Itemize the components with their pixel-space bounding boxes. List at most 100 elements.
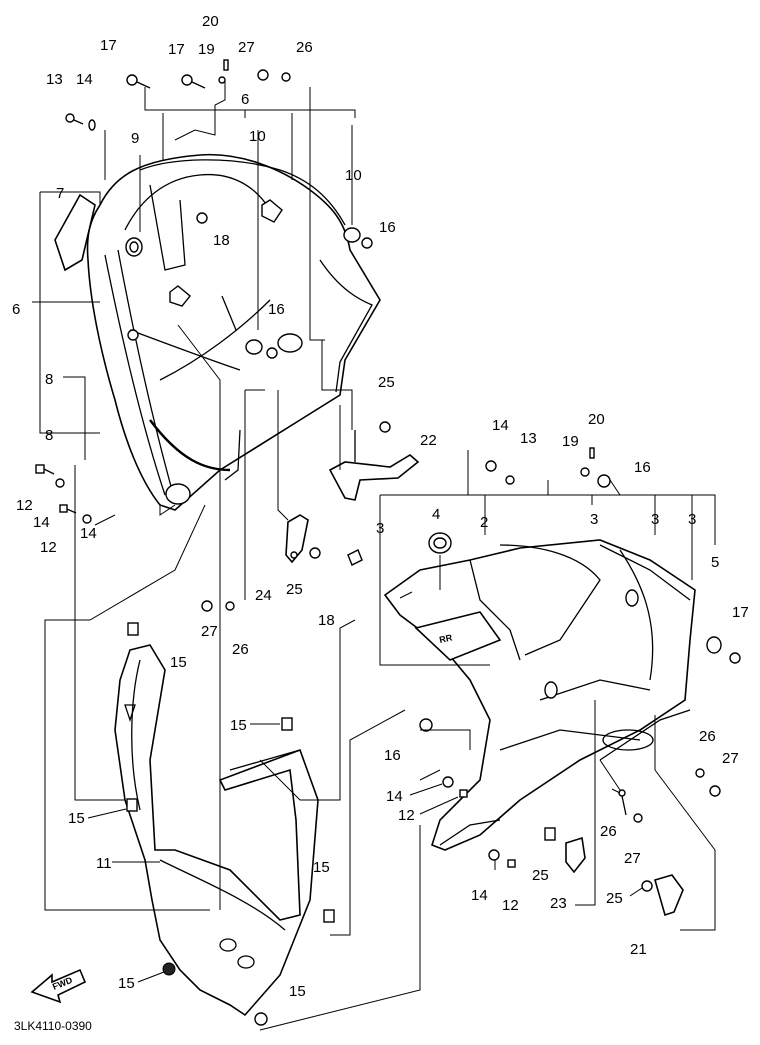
callout-25: 25 — [606, 890, 623, 907]
callout-19: 19 — [562, 433, 579, 450]
callout-15: 15 — [313, 859, 330, 876]
callout-15: 15 — [68, 810, 85, 827]
callout-18: 18 — [213, 232, 230, 249]
bolt-27d — [633, 813, 643, 823]
callout-14: 14 — [33, 514, 50, 531]
washer-26c — [695, 768, 705, 778]
bolt-12b — [59, 504, 77, 514]
callout-26: 26 — [296, 39, 313, 56]
callout-16: 16 — [379, 219, 396, 236]
callout-13: 13 — [520, 430, 537, 447]
bracket-21 — [654, 874, 684, 917]
nut-15c — [126, 798, 138, 812]
callout-20: 20 — [588, 411, 605, 428]
nut-16d — [419, 718, 433, 732]
callout-4: 4 — [432, 506, 440, 523]
washer-14d — [485, 460, 497, 472]
callout-8: 8 — [45, 371, 53, 388]
grommet-4 — [428, 532, 452, 554]
callout-14: 14 — [80, 525, 97, 542]
callout-14: 14 — [386, 788, 403, 805]
callout-8: 8 — [45, 427, 53, 444]
bolt-27b — [201, 600, 213, 612]
callout-12: 12 — [16, 497, 33, 514]
callout-7: 7 — [56, 185, 64, 202]
washer-26b — [225, 601, 235, 611]
callout-17: 17 — [168, 41, 185, 58]
bracket-clip-2 — [169, 285, 191, 307]
callout-15: 15 — [230, 717, 247, 734]
nut-15a — [127, 622, 139, 636]
callout-5: 5 — [711, 554, 719, 571]
callout-27: 27 — [722, 750, 739, 767]
callout-9: 9 — [131, 130, 139, 147]
callout-17: 17 — [100, 37, 117, 54]
decal-2: RR — [414, 611, 502, 661]
bolt-12a — [35, 464, 55, 475]
bolt-27c — [709, 785, 721, 797]
callout-27: 27 — [624, 850, 641, 867]
bolt-12c — [459, 789, 468, 798]
nut-16b — [266, 347, 278, 359]
callout-24: 24 — [255, 587, 272, 604]
callout-10: 10 — [345, 167, 362, 184]
callout-3: 3 — [688, 511, 696, 528]
callout-16: 16 — [634, 459, 651, 476]
washer-19a — [218, 76, 226, 84]
upper-side-cowling — [86, 153, 381, 511]
screw-20b — [589, 447, 595, 459]
nut-15d — [323, 909, 335, 923]
callout-16: 16 — [268, 301, 285, 318]
callout-25: 25 — [532, 867, 549, 884]
bolt-17a — [126, 74, 151, 89]
callout-27: 27 — [201, 623, 218, 640]
washer-14b — [55, 478, 65, 488]
callout-numbers: 20 17 17 19 27 26 13 14 6 9 10 10 7 18 1… — [12, 13, 749, 1000]
nut-18b — [347, 549, 363, 566]
callout-19: 19 — [198, 41, 215, 58]
nut-15e — [162, 962, 176, 976]
screw-20a — [223, 59, 229, 71]
nut-15f — [254, 1012, 268, 1026]
grommet-10a — [343, 227, 361, 243]
grommet-10b — [245, 339, 263, 355]
nut-25c — [544, 827, 556, 841]
grommet-side — [625, 589, 639, 607]
bracket-22 — [328, 421, 420, 501]
callout-27: 27 — [238, 39, 255, 56]
inner-panel-11 — [114, 644, 319, 1017]
decal-text: RR — [438, 632, 453, 645]
callout-15: 15 — [170, 654, 187, 671]
inner-panel-7 — [54, 193, 96, 272]
callout-20: 20 — [202, 13, 219, 30]
callout-16: 16 — [384, 747, 401, 764]
callout-12: 12 — [398, 807, 415, 824]
grommet-9 — [125, 237, 143, 257]
bolt-27a — [257, 69, 269, 81]
callout-23: 23 — [550, 895, 567, 912]
callout-6: 6 — [241, 91, 249, 108]
washer-14c — [82, 514, 92, 524]
forward-arrow-icon: FWD — [30, 968, 87, 1004]
washer-14f — [488, 849, 500, 861]
nut-16a — [361, 237, 373, 249]
bolt-12d — [507, 859, 516, 868]
callout-3: 3 — [651, 511, 659, 528]
callout-18: 18 — [318, 612, 335, 629]
callout-3: 3 — [590, 511, 598, 528]
callout-26: 26 — [600, 823, 617, 840]
callout-leaders — [32, 191, 643, 983]
washer-14a — [88, 119, 96, 131]
bracket-23 — [565, 836, 586, 874]
bolt-17b — [181, 74, 206, 89]
callout-17: 17 — [732, 604, 749, 621]
grommet-5 — [706, 636, 722, 654]
callout-21: 21 — [630, 941, 647, 958]
callout-14: 14 — [76, 71, 93, 88]
washer-26d — [618, 789, 627, 816]
callout-12: 12 — [502, 897, 519, 914]
washer-26a — [281, 72, 291, 82]
diagram-code: 3LK4110-0390 — [14, 1019, 92, 1033]
bracket-24 — [285, 514, 321, 564]
